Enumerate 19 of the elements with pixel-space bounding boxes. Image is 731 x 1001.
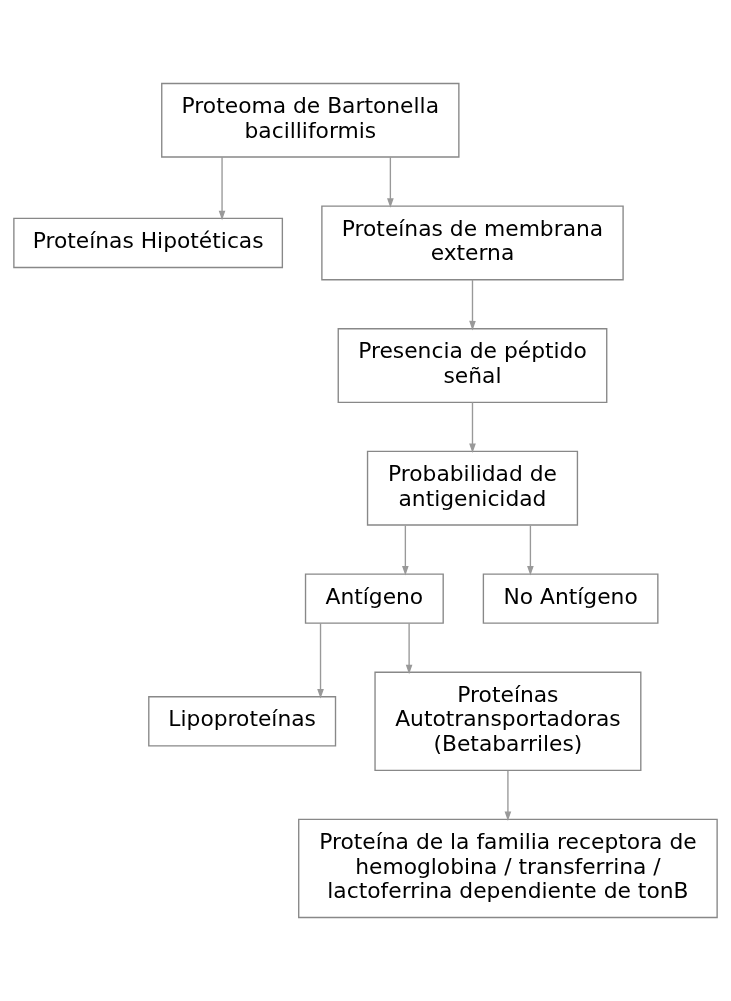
node-box: Presencia de péptido señal — [337, 328, 608, 404]
node-box: Probabilidad de antigenicidad — [366, 450, 579, 526]
arrow — [527, 524, 534, 576]
arrow — [469, 401, 476, 454]
arrow — [317, 622, 324, 699]
node-box: Proteoma de Bartonella bacilliformis — [161, 82, 460, 158]
node-box: Proteínas Hipotéticas — [13, 217, 284, 269]
node-box: Lipoproteínas — [148, 696, 337, 747]
node-box: Antígeno — [304, 573, 444, 624]
arrow — [504, 770, 512, 821]
arrow — [469, 279, 476, 331]
node-box: No Antígeno — [482, 573, 659, 624]
node-box: Proteínas Autotransportadoras (Betabarriles) — [374, 671, 642, 772]
arrow — [402, 524, 409, 576]
arrow — [387, 156, 394, 208]
arrow — [405, 622, 413, 675]
node-box: Proteína de la familia receptora de hemoglobina / transferrina / lactoferrina dependiente de tonB — [298, 818, 718, 919]
node-box: Proteínas de membrana externa — [321, 205, 624, 281]
arrow — [218, 156, 226, 221]
